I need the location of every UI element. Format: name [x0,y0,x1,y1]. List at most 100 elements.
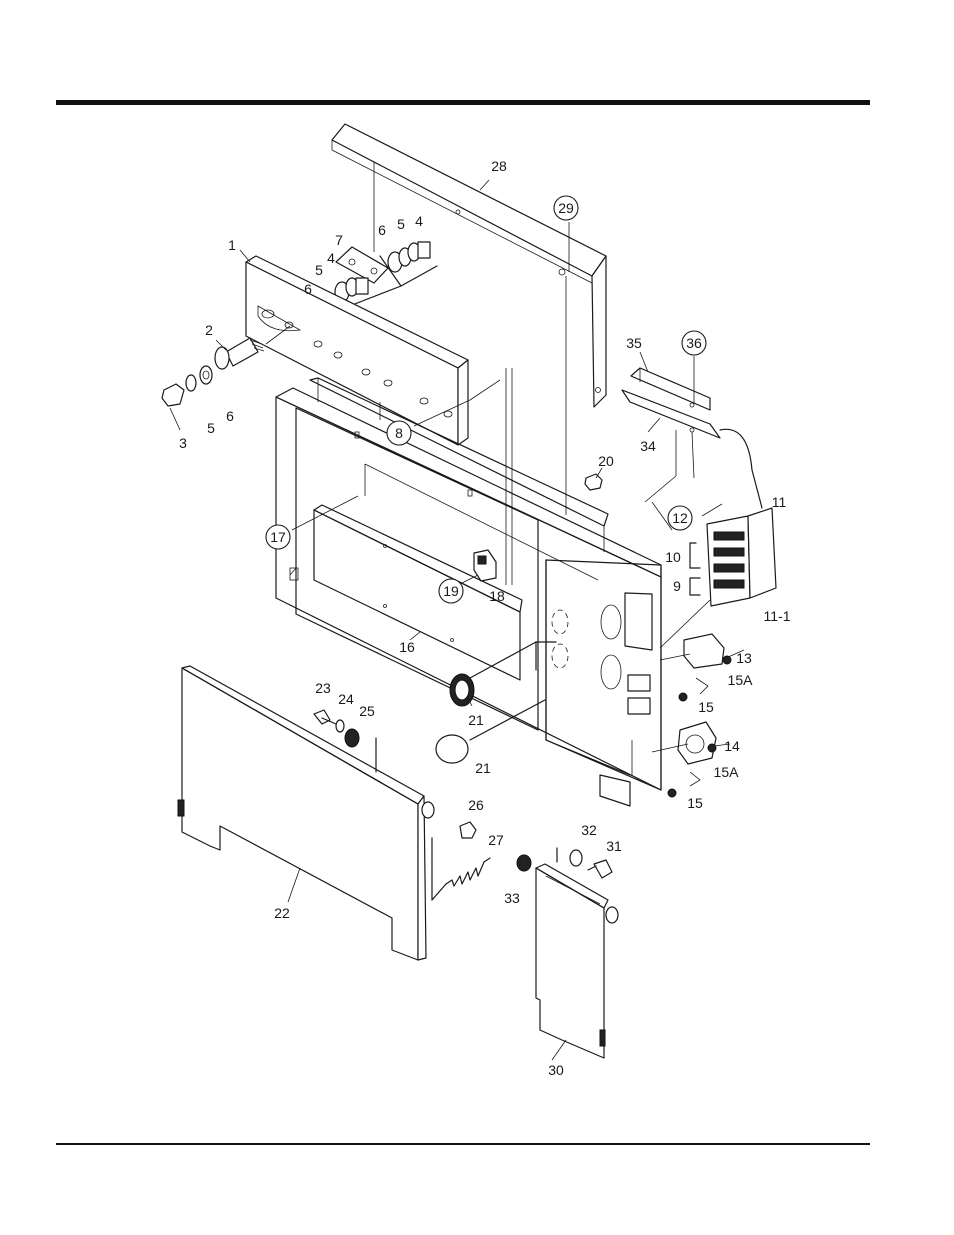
callout-text: 4 [415,213,423,229]
callout-c10: 10 [665,549,681,565]
callout-text: 13 [736,650,752,666]
callout-text: 4 [327,250,335,266]
callout-text: 10 [665,549,681,565]
callout-c4b: 4 [415,213,423,229]
callout-c19: 19 [439,579,463,603]
callout-c34: 34 [640,438,656,454]
callout-text: 15 [698,699,714,715]
callout-text: 34 [640,438,656,454]
callout-c28: 28 [491,158,507,174]
callout-c2: 2 [205,322,213,338]
callout-text: 11-1 [764,608,791,624]
callout-text: 30 [548,1062,564,1078]
callout-text: 20 [598,453,614,469]
callout-c27: 27 [488,832,504,848]
callout-text: 32 [581,822,597,838]
nut-20-part [585,474,602,490]
callout-c15Ab: 15A [714,764,740,780]
callout-text: 15A [714,764,740,780]
callout-c8: 8 [387,421,411,445]
callout-text: 14 [724,738,740,754]
callout-c17: 17 [266,525,290,549]
callout-c11: 11 [772,494,787,510]
callout-text: 7 [335,232,343,248]
callout-c4a: 4 [327,250,335,266]
callout-c20: 20 [598,453,614,469]
callout-c15b: 15 [687,795,703,811]
callout-text: 24 [338,691,354,707]
callout-text: 31 [606,838,622,854]
callout-text: 5 [315,262,323,278]
callout-text: 6 [226,408,234,424]
callout-text: 8 [395,425,403,441]
callout-c3: 3 [179,435,187,451]
callout-c21b: 21 [475,760,491,776]
callout-text: 25 [359,703,375,719]
callout-text: 2 [205,322,213,338]
callout-text: 21 [468,712,484,728]
callout-text: 12 [672,510,688,526]
callout-text: 18 [489,588,505,604]
callout-c31: 31 [606,838,622,854]
callout-text: 26 [468,797,484,813]
side-access-panel-part [536,864,618,1058]
callout-c6a: 6 [304,281,312,297]
callout-c14: 14 [724,738,740,754]
callout-c5b: 5 [397,216,405,232]
callout-c11-1: 11-1 [764,608,791,624]
callout-text: 33 [504,890,520,906]
latch-hardware [314,710,490,900]
callout-c18: 18 [489,588,505,604]
callout-c23: 23 [315,680,331,696]
callout-c30: 30 [548,1062,564,1078]
callout-c26: 26 [468,797,484,813]
callout-c7: 7 [335,232,343,248]
callout-text: 36 [686,335,702,351]
callout-text: 27 [488,832,504,848]
callout-c5a: 5 [315,262,323,278]
callout-text: 1 [228,237,236,253]
callout-text: 15 [687,795,703,811]
callout-c22: 22 [274,905,290,921]
callout-text: 5 [207,420,215,436]
callout-text: 22 [274,905,290,921]
callout-c32: 32 [581,822,597,838]
callout-c21a: 21 [468,712,484,728]
panel-fastener-hardware [517,848,612,878]
callout-text: 29 [558,200,574,216]
callout-c33: 33 [504,890,520,906]
callout-text: 3 [179,435,187,451]
callout-text: 19 [443,583,459,599]
callout-c6b: 6 [378,222,386,238]
callout-c24: 24 [338,691,354,707]
callout-c1: 1 [228,237,236,253]
callout-text: 23 [315,680,331,696]
callout-c16: 16 [399,639,415,655]
callout-c36: 36 [682,331,706,355]
callout-c9: 9 [673,578,681,594]
callout-text: 28 [491,158,507,174]
callout-c13: 13 [736,650,752,666]
callout-text: 16 [399,639,415,655]
callout-c6c: 6 [226,408,234,424]
callout-c12: 12 [668,506,692,530]
callout-c29: 29 [554,196,578,220]
callout-text: 9 [673,578,681,594]
callout-c35: 35 [626,335,642,351]
lower-front-panel-part [178,666,434,960]
callout-c5c: 5 [207,420,215,436]
callout-text: 35 [626,335,642,351]
callout-text: 11 [772,494,787,510]
callout-text: 5 [397,216,405,232]
front-frame-part [276,378,661,806]
callout-text: 21 [475,760,491,776]
callout-text: 15A [728,672,754,688]
callout-text: 17 [270,529,286,545]
callout-text: 6 [304,281,312,297]
callout-c15a: 15 [698,699,714,715]
callout-c25: 25 [359,703,375,719]
grommet-part [436,642,545,763]
callout-text: 6 [378,222,386,238]
